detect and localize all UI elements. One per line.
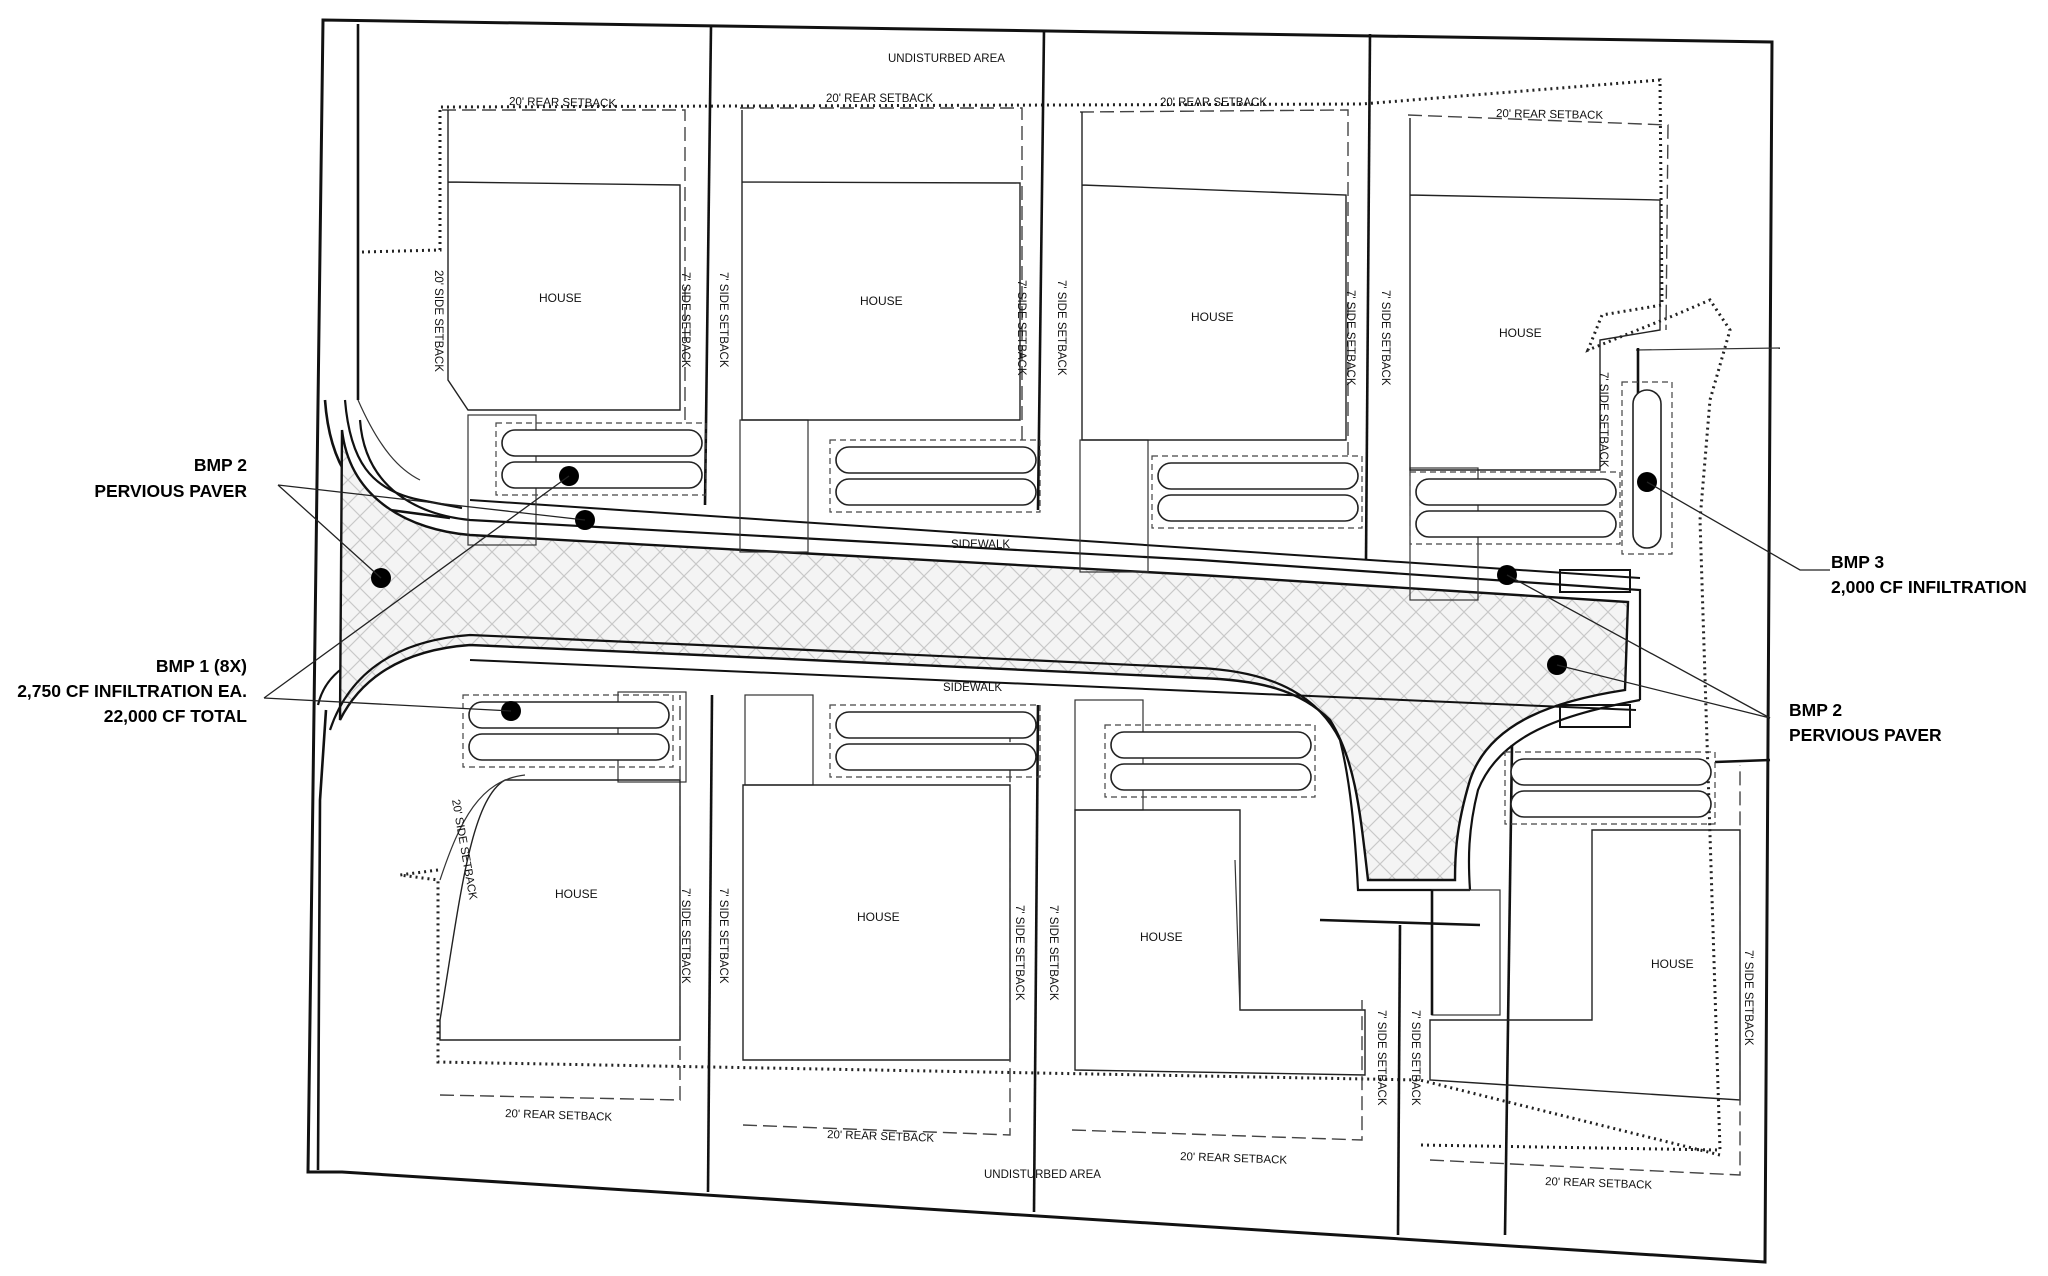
- side-setback-7-label-n3b: 7' SIDE SETBACK: [1379, 290, 1391, 386]
- bmp1-title: BMP 1 (8X): [156, 656, 247, 676]
- rear-setback-label-s2: 20' REAR SETBACK: [827, 1129, 935, 1145]
- sidewalk-south-edge: [469, 659, 1637, 711]
- side-setback-7-label-s3b: 7' SIDE SETBACK: [1409, 1010, 1421, 1106]
- side-setback-7-label-n2b: 7' SIDE SETBACK: [1055, 280, 1067, 376]
- south-houses: [439, 779, 1741, 1101]
- rear-setback-label-n3: 20' REAR SETBACK: [1160, 97, 1267, 109]
- rear-setback-label-n1: 20' REAR SETBACK: [509, 96, 617, 110]
- sidewalk-north-label: SIDEWALK: [951, 539, 1010, 551]
- sidewalk-south-label: SIDEWALK: [943, 682, 1002, 694]
- bmp1-total: 22,000 CF TOTAL: [104, 706, 248, 726]
- limit-of-disturbance-north: [361, 78, 1732, 1152]
- house-label-n2: HOUSE: [860, 294, 903, 308]
- side-setback-7-label-s3a: 7' SIDE SETBACK: [1375, 1010, 1387, 1106]
- bmp3-desc: 2,000 CF INFILTRATION: [1831, 577, 2027, 597]
- house-label-n3: HOUSE: [1191, 310, 1234, 324]
- bmp2-left-title: BMP 2: [194, 455, 247, 475]
- sidewalk-south-stub: [1559, 704, 1631, 728]
- bmp2-right-title: BMP 2: [1789, 700, 1842, 720]
- property-boundary: [306, 18, 1774, 1264]
- side-setback-7-label-s2a: 7' SIDE SETBACK: [1013, 905, 1025, 1001]
- house-label-n1: HOUSE: [539, 291, 582, 305]
- undisturbed-area-bottom-label: UNDISTURBED AREA: [984, 1169, 1101, 1181]
- north-houses: [447, 110, 1661, 471]
- rear-setback-label-s3: 20' REAR SETBACK: [1180, 1151, 1288, 1167]
- south-setbacks: [439, 695, 1741, 1176]
- limit-of-disturbance-south: [399, 868, 1721, 1157]
- side-setback-20-label-n1: 20' SIDE SETBACK: [432, 270, 444, 372]
- rear-setback-label-s1: 20' REAR SETBACK: [505, 1108, 613, 1124]
- sidewalk-north-edge: [469, 499, 1641, 579]
- bmp3-infiltration-chamber: [1621, 381, 1673, 555]
- leader-lines: [263, 475, 1830, 719]
- house-label-s3: HOUSE: [1140, 930, 1183, 944]
- pervious-paver-road: [338, 429, 1630, 882]
- side-setback-7-label-s4: 7' SIDE SETBACK: [1742, 950, 1754, 1046]
- side-setback-7-label-n2a: 7' SIDE SETBACK: [1015, 280, 1027, 376]
- side-setback-7-label-s1a: 7' SIDE SETBACK: [679, 888, 691, 984]
- plan-labels: UNDISTURBED AREA UNDISTURBED AREA SIDEWA…: [432, 53, 1754, 1192]
- bmp1-infiltration-chambers: [462, 422, 1716, 825]
- sidewalk-north-stub: [1559, 569, 1631, 593]
- side-setback-7-label-s1b: 7' SIDE SETBACK: [717, 888, 729, 984]
- bmp1-desc: 2,750 CF INFILTRATION EA.: [17, 681, 247, 701]
- bmp3-title: BMP 3: [1831, 552, 1884, 572]
- callouts: BMP 2 PERVIOUS PAVER BMP 1 (8X) 2,750 CF…: [17, 455, 2027, 745]
- house-label-s4: HOUSE: [1651, 957, 1694, 971]
- side-setback-7-label-n3a: 7' SIDE SETBACK: [1344, 290, 1356, 386]
- bmp2-left-desc: PERVIOUS PAVER: [94, 481, 247, 501]
- side-setback-7-label-n1b: 7' SIDE SETBACK: [717, 272, 729, 368]
- house-label-n4: HOUSE: [1499, 326, 1542, 340]
- house-label-s1: HOUSE: [555, 887, 598, 901]
- bmp2-right-desc: PERVIOUS PAVER: [1789, 725, 1942, 745]
- side-setback-7-label-s2b: 7' SIDE SETBACK: [1047, 905, 1059, 1001]
- undisturbed-area-top-label: UNDISTURBED AREA: [888, 53, 1005, 65]
- side-setback-7-label-n4: 7' SIDE SETBACK: [1597, 372, 1609, 468]
- south-lot-lines: [706, 694, 1771, 1236]
- north-setbacks: [442, 107, 1669, 455]
- rear-setback-label-s4: 20' REAR SETBACK: [1545, 1176, 1653, 1192]
- side-setback-7-label-n1a: 7' SIDE SETBACK: [679, 272, 691, 368]
- side-setback-20-label-s1: 20' SIDE SETBACK: [449, 798, 479, 901]
- rear-setback-label-n2: 20' REAR SETBACK: [826, 93, 933, 105]
- house-label-s2: HOUSE: [857, 910, 900, 924]
- rear-setback-label-n4: 20' REAR SETBACK: [1496, 108, 1604, 122]
